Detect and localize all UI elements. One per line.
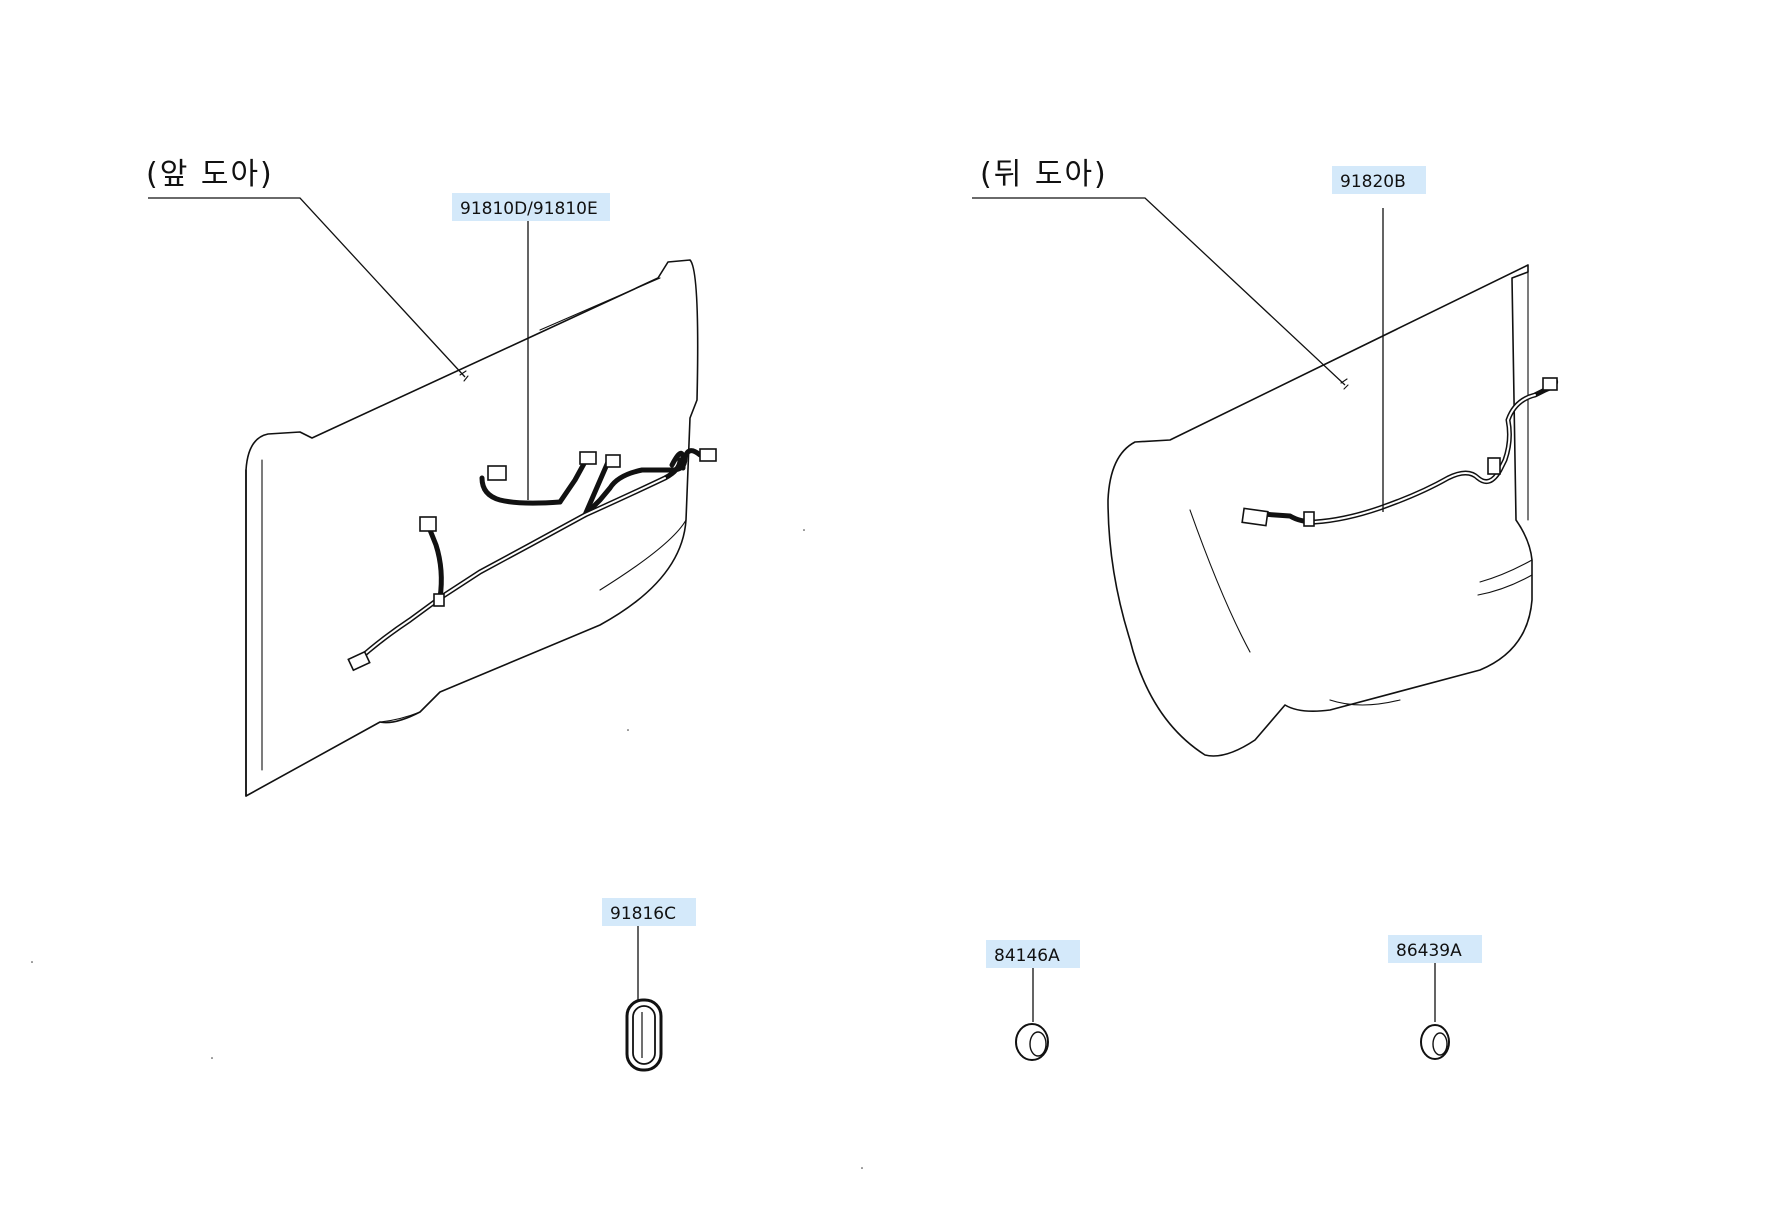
plug-2-cap bbox=[1432, 1032, 1448, 1056]
front-harness-branch-upper-left bbox=[479, 475, 563, 506]
rear-door-leader-tick bbox=[1340, 378, 1349, 390]
callout-plug-1[interactable]: 84146A bbox=[986, 940, 1080, 968]
callout-rear-harness-box bbox=[1332, 166, 1426, 194]
front-connector-3 bbox=[487, 465, 507, 481]
callout-plug-1-label: 84146A bbox=[994, 946, 1060, 966]
callout-grommet-label: 91816C bbox=[610, 904, 676, 924]
front-door-caption: (앞 도아) bbox=[146, 157, 274, 192]
front-harness-core bbox=[357, 477, 666, 661]
scan-specks bbox=[31, 529, 863, 1169]
rear-door-inner-crease bbox=[1189, 509, 1251, 653]
front-door-panel bbox=[245, 259, 699, 797]
rear-connector-1 bbox=[1241, 507, 1269, 527]
callout-plug-2-label: 86439A bbox=[1396, 941, 1462, 961]
rear-door-assembly: (뒤 도아) 91820B bbox=[972, 157, 1558, 757]
callout-grommet-box bbox=[602, 898, 696, 926]
callout-plug-1-box bbox=[986, 940, 1080, 968]
front-door-harness bbox=[355, 450, 686, 663]
rear-door-lower-edge-2 bbox=[1477, 574, 1533, 596]
front-door-assembly: (앞 도아) 91810D/91810E bbox=[146, 157, 717, 797]
callout-front-harness-label: 91810D/91810E bbox=[460, 199, 598, 219]
rear-harness-clip-2 bbox=[1487, 457, 1501, 475]
plug-1-body bbox=[1015, 1023, 1049, 1061]
front-connector-2 bbox=[419, 516, 437, 532]
plug-2-body bbox=[1420, 1024, 1450, 1060]
plug-part-1: 84146A bbox=[986, 940, 1080, 1061]
front-door-bottom-curve bbox=[379, 711, 421, 723]
callout-front-harness-box bbox=[452, 193, 610, 221]
callout-front-harness[interactable]: 91810D/91810E bbox=[452, 193, 610, 221]
front-harness-clip bbox=[433, 593, 445, 607]
rear-connector-2 bbox=[1542, 377, 1558, 391]
callout-grommet[interactable]: 91816C bbox=[602, 898, 696, 926]
front-door-leader-tick bbox=[459, 370, 469, 382]
front-connector-5 bbox=[605, 454, 621, 468]
front-harness-branch-upper-mid bbox=[557, 457, 589, 505]
front-harness-branch-upper-right bbox=[582, 459, 611, 518]
grommet-part: 91816C bbox=[602, 898, 696, 1072]
rear-door-panel bbox=[1107, 264, 1533, 757]
rear-harness-clip-1 bbox=[1303, 511, 1315, 527]
rear-door-lower-edge-1 bbox=[1479, 559, 1533, 583]
front-connector-4 bbox=[579, 451, 597, 465]
rear-door-caption-leader bbox=[972, 197, 1346, 386]
callout-plug-2[interactable]: 86439A bbox=[1388, 935, 1482, 963]
front-door-caption-leader bbox=[148, 197, 466, 378]
callout-rear-harness[interactable]: 91820B bbox=[1332, 166, 1426, 194]
front-door-lower-curve bbox=[599, 519, 687, 591]
plug-part-2: 86439A bbox=[1388, 935, 1482, 1060]
grommet-inner bbox=[632, 1005, 656, 1065]
front-connector-1 bbox=[347, 650, 371, 672]
rear-door-caption: (뒤 도아) bbox=[980, 157, 1108, 192]
rear-door-harness bbox=[1312, 377, 1558, 525]
front-harness-branch-lower bbox=[425, 522, 444, 601]
front-harness-branch-rear bbox=[582, 448, 713, 518]
callout-rear-harness-label: 91820B bbox=[1340, 172, 1406, 192]
plug-1-cap bbox=[1029, 1031, 1047, 1057]
front-connector-6 bbox=[699, 448, 717, 462]
callout-plug-2-box bbox=[1388, 935, 1482, 963]
rear-door-bottom-curve bbox=[1329, 699, 1401, 706]
rear-harness-core bbox=[1314, 394, 1536, 523]
front-door-beltline bbox=[539, 277, 661, 331]
